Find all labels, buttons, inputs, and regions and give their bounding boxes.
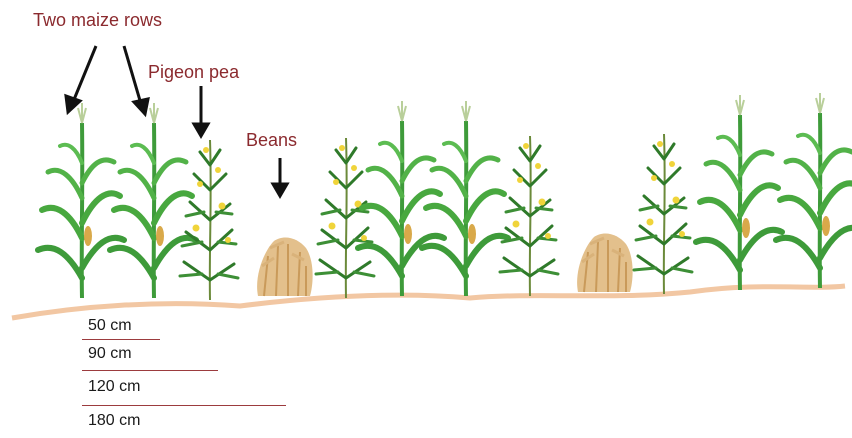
soil-line bbox=[12, 286, 845, 318]
scale-label-180cm: 180 cm bbox=[88, 412, 140, 430]
arrow-maize-right-head bbox=[134, 99, 148, 114]
scale-label-90cm: 90 cm bbox=[88, 345, 132, 363]
scale-line-90cm bbox=[82, 370, 218, 371]
label-two-maize-rows: Two maize rows bbox=[33, 10, 162, 31]
label-beans: Beans bbox=[246, 130, 297, 151]
pigeon-pea-plant bbox=[634, 134, 692, 294]
arrow-beans-head bbox=[273, 184, 287, 196]
maize-plant bbox=[358, 101, 444, 296]
arrow-pigeon-pea-head bbox=[194, 124, 208, 136]
maize-plant bbox=[422, 101, 508, 296]
scale-line-50cm bbox=[82, 339, 160, 340]
pigeon-pea-plant bbox=[316, 138, 374, 298]
arrow-maize-right bbox=[124, 46, 141, 104]
bean-plant bbox=[577, 233, 633, 292]
scale-label-120cm: 120 cm bbox=[88, 378, 140, 396]
maize-plant bbox=[776, 93, 852, 288]
pigeon-pea-plant bbox=[180, 140, 238, 300]
bean-plant bbox=[257, 237, 313, 296]
maize-plant bbox=[696, 95, 782, 290]
arrow-maize-left bbox=[73, 46, 96, 102]
scale-label-50cm: 50 cm bbox=[88, 317, 132, 335]
maize-plant bbox=[38, 103, 124, 298]
label-pigeon-pea: Pigeon pea bbox=[148, 62, 239, 83]
pigeon-pea-plant bbox=[500, 136, 558, 296]
maize-plant bbox=[110, 103, 196, 298]
scale-line-120cm bbox=[82, 405, 286, 406]
